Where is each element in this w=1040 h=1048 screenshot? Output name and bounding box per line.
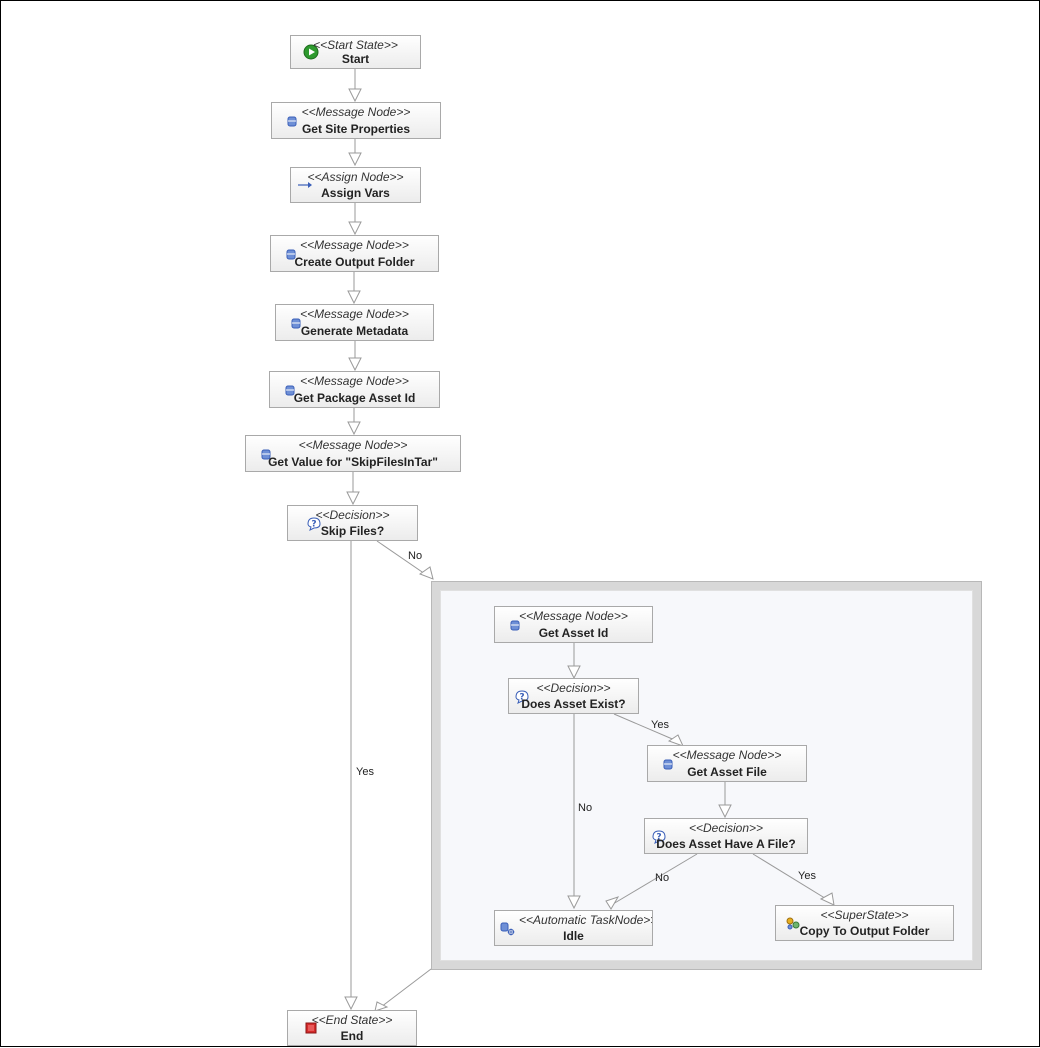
assign-vars-node[interactable]: <<Assign Node>> Assign Vars xyxy=(290,167,421,203)
node-stereotype: <<Message Node>> xyxy=(298,438,408,452)
edge-label-exist-no: No xyxy=(578,802,593,814)
assign-arrow-icon xyxy=(298,182,312,188)
end-icon xyxy=(305,1022,317,1034)
get-package-asset-id-node[interactable]: <<Message Node>> Get Package Asset Id xyxy=(269,371,440,408)
arrowhead-copy xyxy=(819,892,835,906)
arrowhead-metadata xyxy=(347,290,361,305)
automatic-task-icon xyxy=(500,922,515,936)
arrowhead-end-yes xyxy=(344,996,358,1011)
get-site-properties-node[interactable]: <<Message Node>> Get Site Properties xyxy=(271,102,441,139)
decision-icon: ? xyxy=(307,517,321,531)
skip-files-decision-node[interactable]: ? <<Decision>> Skip Files? xyxy=(287,505,418,541)
get-value-skipfiles-node[interactable]: <<Message Node>> Get Value for "SkipFile… xyxy=(245,435,461,472)
node-label: Does Asset Exist? xyxy=(521,697,626,711)
arrowhead-assign xyxy=(348,152,362,167)
node-label: Get Site Properties xyxy=(301,122,411,136)
node-stereotype: <<Decision>> xyxy=(688,821,764,835)
get-asset-file-node[interactable]: <<Message Node>> Get Asset File xyxy=(647,745,807,782)
node-label: Does Asset Have A File? xyxy=(656,837,796,851)
edge-label-file-no: No xyxy=(655,872,670,884)
node-label: Get Value for "SkipFilesInTar" xyxy=(268,455,438,469)
arrowhead-idle-from-exist xyxy=(567,895,581,910)
edge-superstate-to-end xyxy=(380,968,432,1008)
arrowhead-package xyxy=(348,357,362,372)
node-stereotype: <<Message Node>> xyxy=(300,238,409,252)
node-stereotype: <<Assign Node>> xyxy=(307,170,404,184)
node-stereotype: <<End State>> xyxy=(311,1013,393,1027)
does-asset-exist-decision-node[interactable]: ? <<Decision>> Does Asset Exist? xyxy=(508,678,639,714)
node-stereotype: <<Message Node>> xyxy=(672,748,782,762)
edge-label-exist-yes: Yes xyxy=(651,719,669,731)
node-label: Skip Files? xyxy=(320,524,385,538)
edge-label-file-yes: Yes xyxy=(798,870,816,882)
node-label: Get Package Asset Id xyxy=(293,391,416,405)
arrowhead-exist xyxy=(567,665,581,680)
node-stereotype: <<SuperState>> xyxy=(820,908,909,922)
generate-metadata-node[interactable]: <<Message Node>> Generate Metadata xyxy=(275,304,434,341)
superstate-icon xyxy=(786,917,800,930)
arrowhead-site xyxy=(348,88,362,103)
arrowhead-skipvalue xyxy=(347,421,361,436)
does-asset-have-file-decision-node[interactable]: ? <<Decision>> Does Asset Have A File? xyxy=(644,818,808,854)
node-label: Start xyxy=(341,52,370,66)
idle-task-node[interactable]: <<Automatic TaskNode>> Idle xyxy=(494,910,653,946)
node-label: Get Asset Id xyxy=(538,626,609,640)
message-node-icon xyxy=(663,759,673,769)
node-label: Get Asset File xyxy=(687,765,767,779)
edge-exist-yes-to-file xyxy=(613,713,678,742)
copy-to-output-superstate-node[interactable]: <<SuperState>> Copy To Output Folder xyxy=(775,905,954,941)
arrowhead-end-from-superstate xyxy=(374,1001,389,1012)
node-stereotype: <<Decision>> xyxy=(536,681,611,695)
node-label: Idle xyxy=(563,929,584,943)
arrowhead-hasfile xyxy=(718,804,732,819)
message-node-icon xyxy=(510,620,520,630)
decision-icon: ? xyxy=(652,830,666,844)
start-icon xyxy=(303,44,319,60)
create-output-folder-node[interactable]: <<Message Node>> Create Output Folder xyxy=(270,235,439,272)
message-node-icon xyxy=(261,449,271,459)
svg-text:?: ? xyxy=(311,520,316,530)
edge-hasfile-no-to-idle xyxy=(612,853,698,905)
edge-hasfile-yes-to-copy xyxy=(752,853,829,901)
node-label: Create Output Folder xyxy=(294,255,415,269)
message-node-icon xyxy=(285,385,295,395)
message-node-icon xyxy=(286,249,296,259)
get-asset-id-node[interactable]: <<Message Node>> Get Asset Id xyxy=(494,606,653,643)
arrowhead-getfile xyxy=(667,734,684,747)
node-stereotype: <<Message Node>> xyxy=(300,374,409,388)
arrowhead-decision xyxy=(346,491,360,506)
node-label: Assign Vars xyxy=(321,186,390,200)
edge-label-skip-no: No xyxy=(408,550,423,562)
node-label: End xyxy=(340,1029,364,1043)
node-stereotype: <<Decision>> xyxy=(315,508,390,522)
node-stereotype: <<Message Node>> xyxy=(301,105,411,119)
svg-text:?: ? xyxy=(656,833,661,843)
node-label: Generate Metadata xyxy=(300,324,409,338)
end-state-node[interactable]: <<End State>> End xyxy=(287,1010,417,1046)
edge-skip-no-to-superstate xyxy=(376,540,429,577)
arrowhead-superstate xyxy=(418,566,434,580)
message-node-icon xyxy=(291,318,301,328)
message-node-icon xyxy=(287,116,297,126)
node-stereotype: <<Message Node>> xyxy=(300,307,409,321)
node-stereotype: <<Message Node>> xyxy=(519,609,628,623)
arrowhead-idle-from-hasfile xyxy=(605,896,620,910)
arrowhead-create xyxy=(348,221,362,236)
superstate-container[interactable] xyxy=(431,581,982,970)
svg-text:?: ? xyxy=(519,693,524,703)
start-state-node[interactable]: <<Start State>> Start xyxy=(290,35,421,69)
node-stereotype: <<Start State>> xyxy=(313,38,398,52)
edge-label-skip-yes: Yes xyxy=(356,766,374,778)
decision-icon: ? xyxy=(515,690,529,704)
node-stereotype: <<Automatic TaskNode>> xyxy=(519,913,652,927)
node-label: Copy To Output Folder xyxy=(799,924,930,938)
